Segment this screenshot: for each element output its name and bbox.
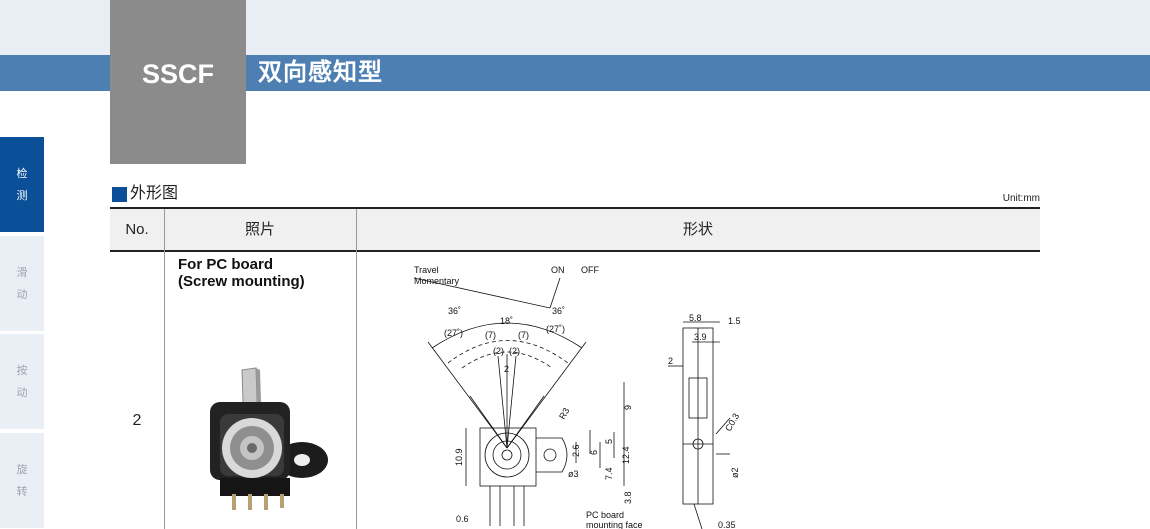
label-dim: 1.5: [728, 316, 741, 326]
label-dim: 3.8: [623, 491, 633, 504]
side-tab-char: 动: [16, 386, 28, 399]
label-dim: 6: [589, 450, 599, 455]
travel-arc: [431, 322, 583, 349]
label-dim: (7): [518, 330, 529, 340]
header-shape: 形状: [682, 221, 713, 238]
header-no: No.: [125, 221, 149, 238]
label-angle: 36˚: [448, 306, 461, 316]
section-title: 外形图: [130, 185, 179, 202]
side-tab-char: 旋: [16, 463, 28, 476]
label-angle: (27˚): [546, 324, 565, 334]
label-dim: 5: [604, 439, 614, 444]
column-divider: [356, 209, 357, 529]
side-tab-char: 转: [16, 485, 28, 498]
label-dim: C0.3: [723, 412, 741, 433]
label-off: OFF: [581, 265, 599, 275]
page-title: 双向感知型: [258, 59, 383, 86]
side-tab-char: 按: [16, 364, 28, 377]
label-momentary: Momentary: [414, 276, 460, 286]
table-top-rule: [110, 207, 1040, 209]
label-dim: 3.9: [694, 332, 707, 342]
photo-title: For PC board (Screw mounting): [178, 256, 305, 290]
label-dim: 2.6: [571, 444, 581, 457]
section-marker: [112, 187, 127, 202]
model-badge: SSCF: [110, 0, 246, 164]
photo-title-line: For PC board: [178, 256, 274, 273]
label-dim: 2: [504, 364, 509, 374]
label-dim: ø2: [730, 467, 740, 478]
table-header-rule: [110, 250, 1040, 252]
label-dim: (2): [509, 346, 520, 356]
label-dim: 5.8: [689, 313, 702, 323]
product-photo: [210, 367, 328, 510]
label-angle: (27˚): [444, 328, 463, 338]
photo-title-line: (Screw mounting): [178, 273, 305, 290]
model-name: SSCF: [141, 59, 214, 89]
side-tab-rotary[interactable]: 旋 转: [0, 433, 44, 528]
column-divider: [164, 209, 165, 529]
unit-label: Unit:mm: [1002, 193, 1040, 204]
side-tab-char: 测: [16, 189, 28, 202]
label-angle: 18˚: [500, 316, 513, 326]
table-header-row: [110, 209, 1040, 250]
side-tab-detection[interactable]: 检 测: [0, 137, 44, 232]
label-dim: 0.6: [456, 514, 469, 524]
label-pc-board: PC board: [586, 510, 624, 520]
label-dim: 10.9: [454, 448, 464, 466]
label-dim: 12.4: [621, 446, 631, 464]
label-on: ON: [551, 265, 565, 275]
label-mounting-face: mounting face: [586, 520, 643, 529]
side-tab-char: 动: [16, 288, 28, 301]
side-tab-slide[interactable]: 滑 动: [0, 236, 44, 331]
label-dim: (7): [485, 330, 496, 340]
row-number: 2: [132, 412, 142, 429]
label-dim: ø3: [568, 469, 579, 479]
side-tab-push[interactable]: 按 动: [0, 334, 44, 429]
label-travel: Travel: [414, 265, 439, 275]
label-dim: 7.4: [604, 467, 614, 480]
label-dim: 9: [623, 405, 633, 410]
header-photo: 照片: [244, 221, 275, 238]
label-dim: 2: [668, 356, 673, 366]
label-dim: (2): [493, 346, 504, 356]
side-tab-char: 滑: [16, 266, 28, 279]
label-dim: 0.35: [718, 520, 736, 529]
dimension-drawing: Travel Momentary ON OFF 36˚ 36˚ (27˚) (2…: [413, 265, 741, 529]
label-dim: R3: [557, 406, 571, 421]
label-angle: 36˚: [552, 306, 565, 316]
side-tab-char: 检: [16, 167, 28, 180]
